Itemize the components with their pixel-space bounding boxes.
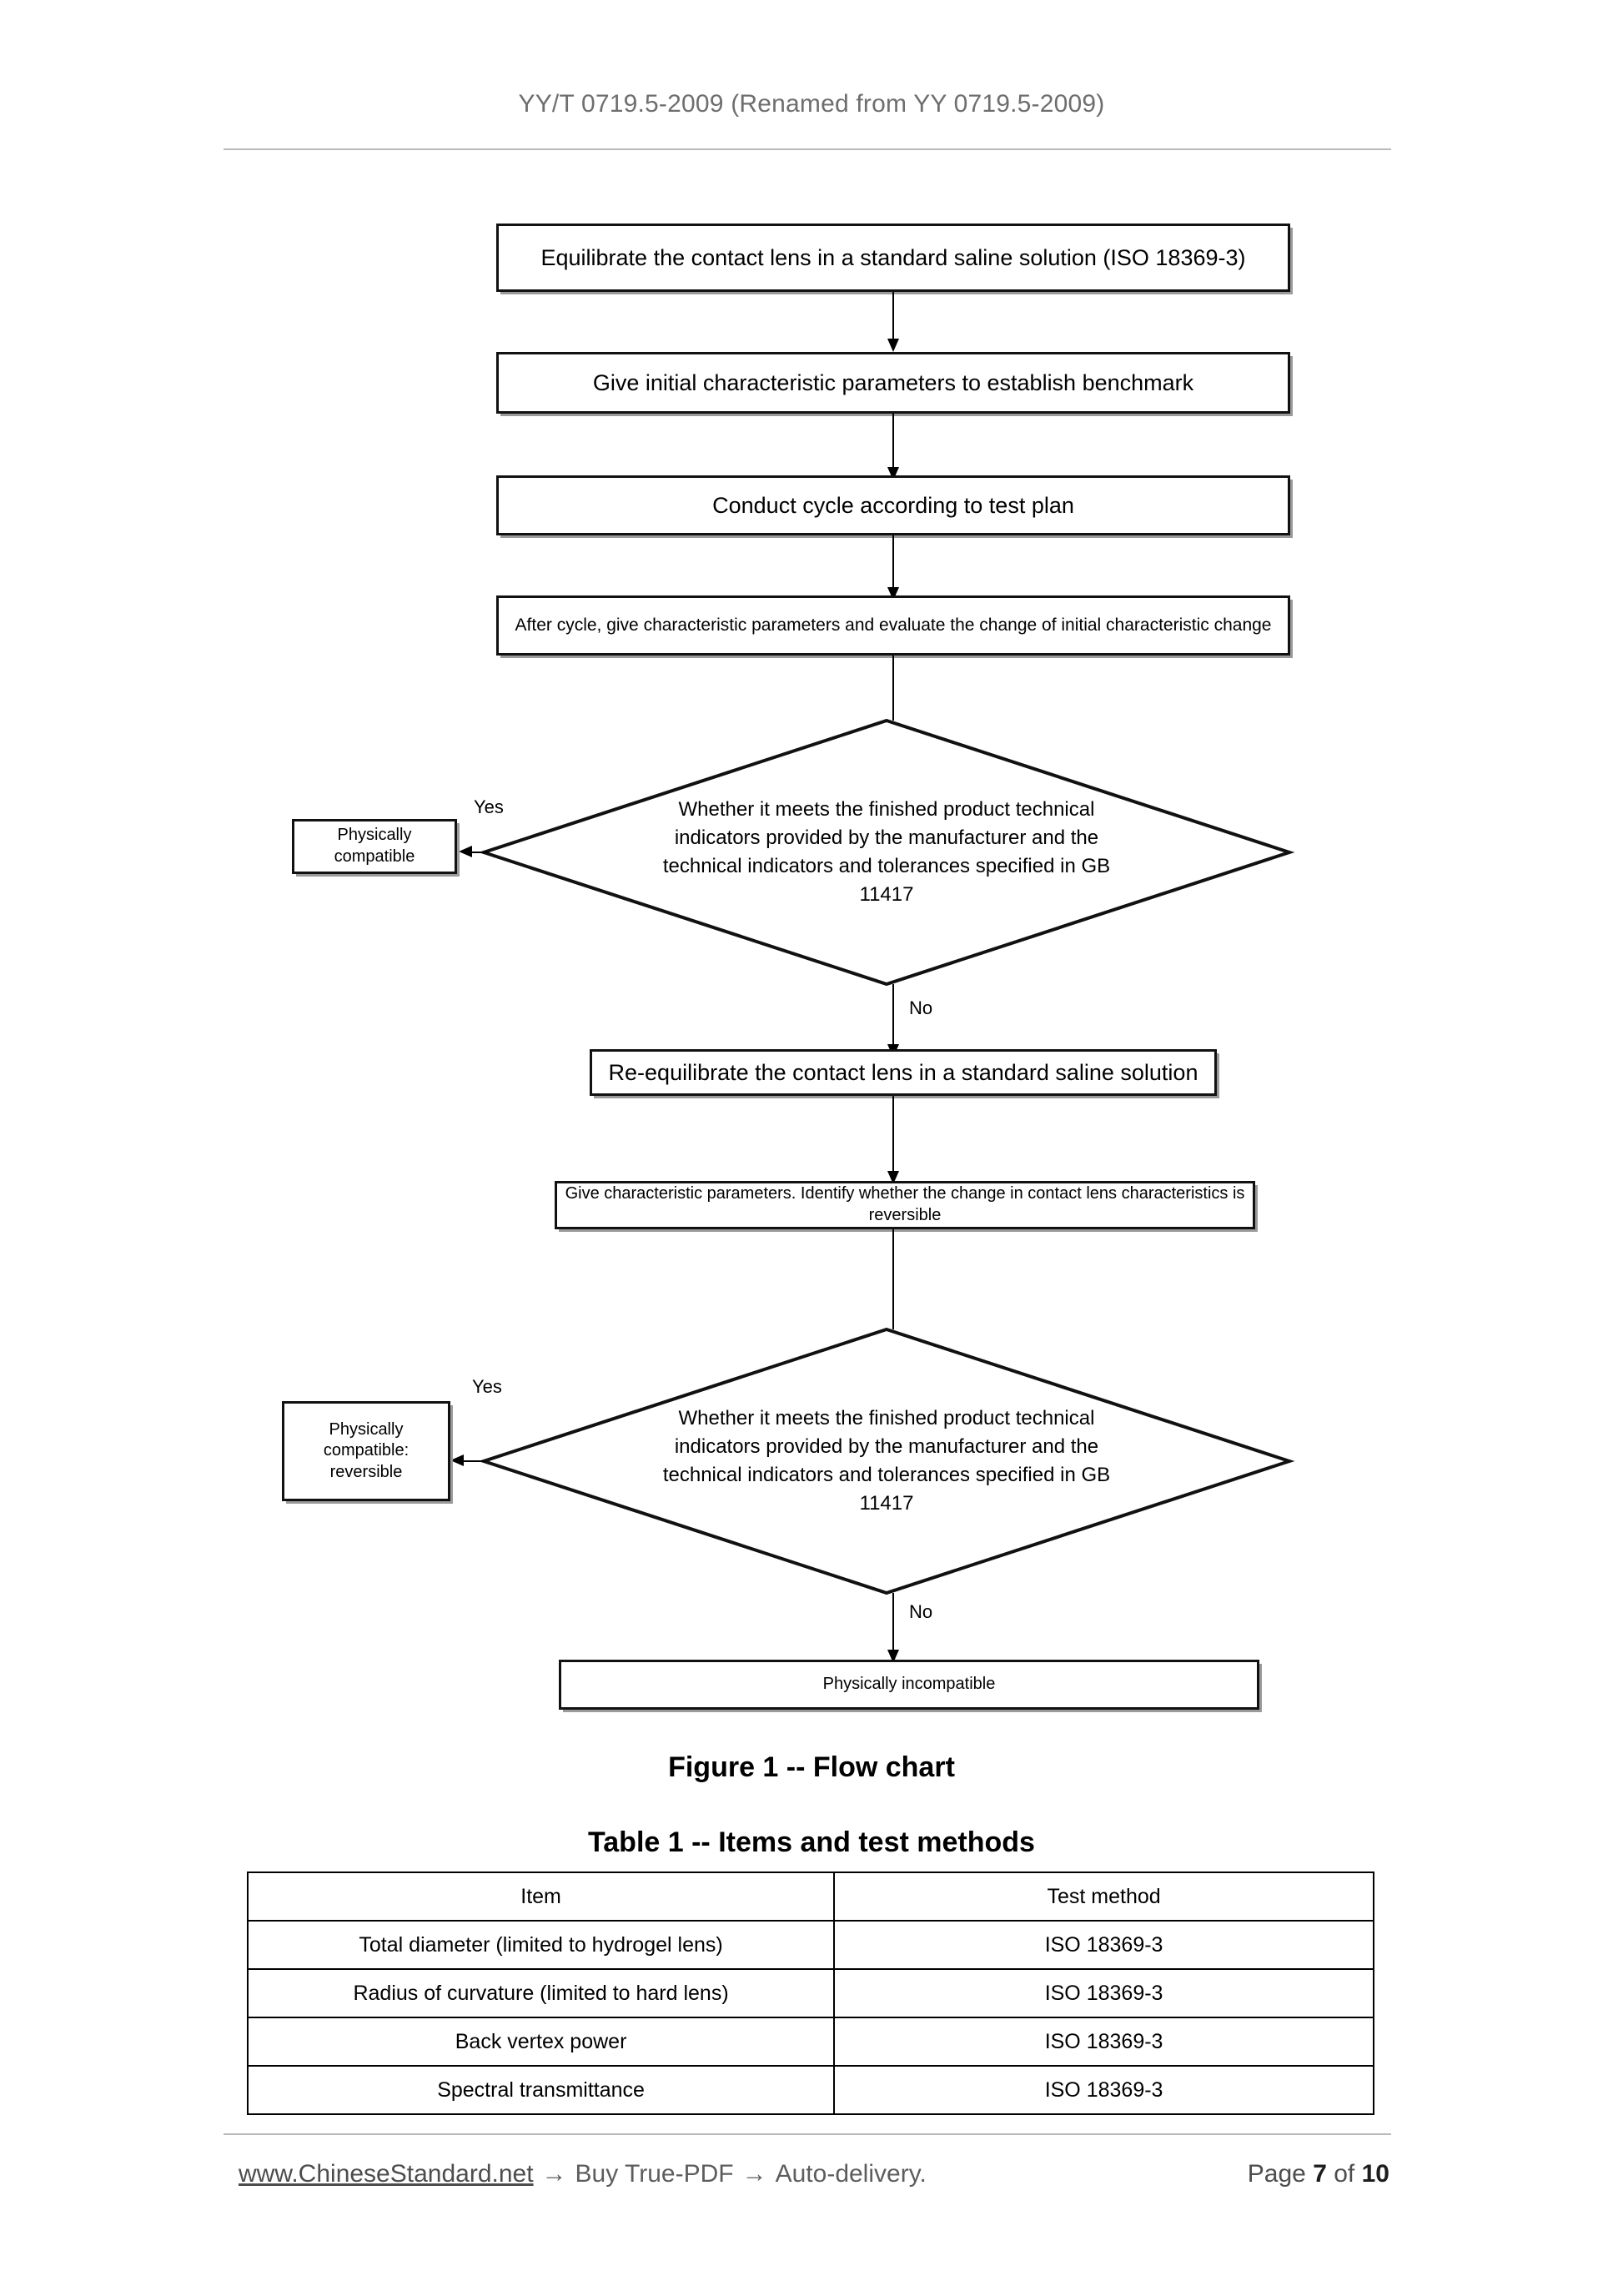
connector-decision2-yes [464,1460,485,1462]
footer-page-total: 10 [1361,2160,1389,2188]
arrow-equilibrate-to-benchmark [887,339,899,352]
footer-page-number: 7 [1313,2160,1327,2188]
table-cell-method: ISO 18369-3 [833,1968,1374,2018]
flow-node-physically-compatible: Physically compatible [292,819,457,874]
connector-after-cycle-to-decision1 [892,656,894,721]
connector-decision1-yes [472,852,489,853]
table-cell-method: ISO 18369-3 [833,1920,1374,1970]
flow-node-identify-reversible: Give characteristic parameters. Identify… [555,1181,1255,1229]
footer-divider [224,2133,1391,2135]
footer-buy-label: Buy True-PDF [575,2160,734,2188]
connector-cycle-to-after-cycle [892,535,894,592]
flow-node-benchmark: Give initial characteristic parameters t… [496,352,1290,414]
header-divider [224,148,1391,150]
footer-site-link[interactable]: www.ChineseStandard.net [239,2160,534,2188]
table-row: Radius of curvature (limited to hard len… [246,1968,1374,2018]
flow-node-after-cycle: After cycle, give characteristic paramet… [496,595,1290,656]
table-row: Total diameter (limited to hydrogel lens… [246,1920,1374,1970]
table-cell-item: Spectral transmittance [246,2065,836,2115]
edge-label-no-1: No [909,997,933,1018]
flow-node-conduct-cycle: Conduct cycle according to test plan [496,475,1290,535]
table-cell-method: ISO 18369-3 [833,2065,1374,2115]
table-header-item: Item [246,1871,836,1922]
flow-node-physically-incompatible: Physically incompatible [559,1660,1259,1710]
table-row: Spectral transmittance ISO 18369-3 [246,2065,1374,2115]
connector-identify-to-decision2 [892,1229,894,1329]
edge-label-no-2: No [909,1601,933,1622]
table-caption: Table 1 -- Items and test methods [588,1826,1035,1858]
footer-of-word: of [1334,2160,1355,2188]
arrow-right-icon-2: → [741,2160,767,2188]
flow-decision-2: Whether it meets the finished product te… [478,1327,1295,1595]
figure-caption: Figure 1 -- Flow chart [668,1751,955,1783]
arrow-decision2-yes [450,1454,464,1466]
edge-label-yes-2: Yes [472,1376,502,1397]
table-row: Back vertex power ISO 18369-3 [246,2017,1374,2067]
table-header-row: Item Test method [246,1871,1374,1922]
flow-node-physically-compatible-reversible: Physically compatible: reversible [282,1401,450,1501]
flow-node-equilibrate: Equilibrate the contact lens in a standa… [496,224,1290,292]
edge-label-yes-1: Yes [474,796,504,817]
table-cell-item: Back vertex power [246,2017,836,2067]
arrow-decision1-yes [459,846,472,857]
footer-delivery-label: Auto-delivery. [775,2160,927,2188]
footer-pagination: Page 7 of 10 [1248,2160,1389,2188]
table-cell-item: Radius of curvature (limited to hard len… [246,1968,836,2018]
document-header-title: YY/T 0719.5-2009 (Renamed from YY 0719.5… [518,90,1105,118]
connector-equilibrate-to-benchmark [892,292,894,344]
flow-decision-1: Whether it meets the finished product te… [478,718,1295,987]
page-footer: www.ChineseStandard.net → Buy True-PDF →… [239,2160,1389,2188]
connector-decision2-no [892,1593,894,1661]
flow-node-re-equilibrate: Re-equilibrate the contact lens in a sta… [590,1049,1217,1096]
arrow-right-icon-1: → [541,2160,567,2188]
connector-benchmark-to-cycle [892,414,894,472]
table-cell-item: Total diameter (limited to hydrogel lens… [246,1920,836,1970]
table-cell-method: ISO 18369-3 [833,2017,1374,2067]
connector-re-equilibrate-to-identify [892,1096,894,1181]
footer-page-word: Page [1247,2160,1306,2188]
table-header-test-method: Test method [833,1871,1374,1922]
items-and-test-methods-table: Item Test method Total diameter (limited… [246,1871,1374,2115]
connector-decision1-no [892,984,894,1053]
